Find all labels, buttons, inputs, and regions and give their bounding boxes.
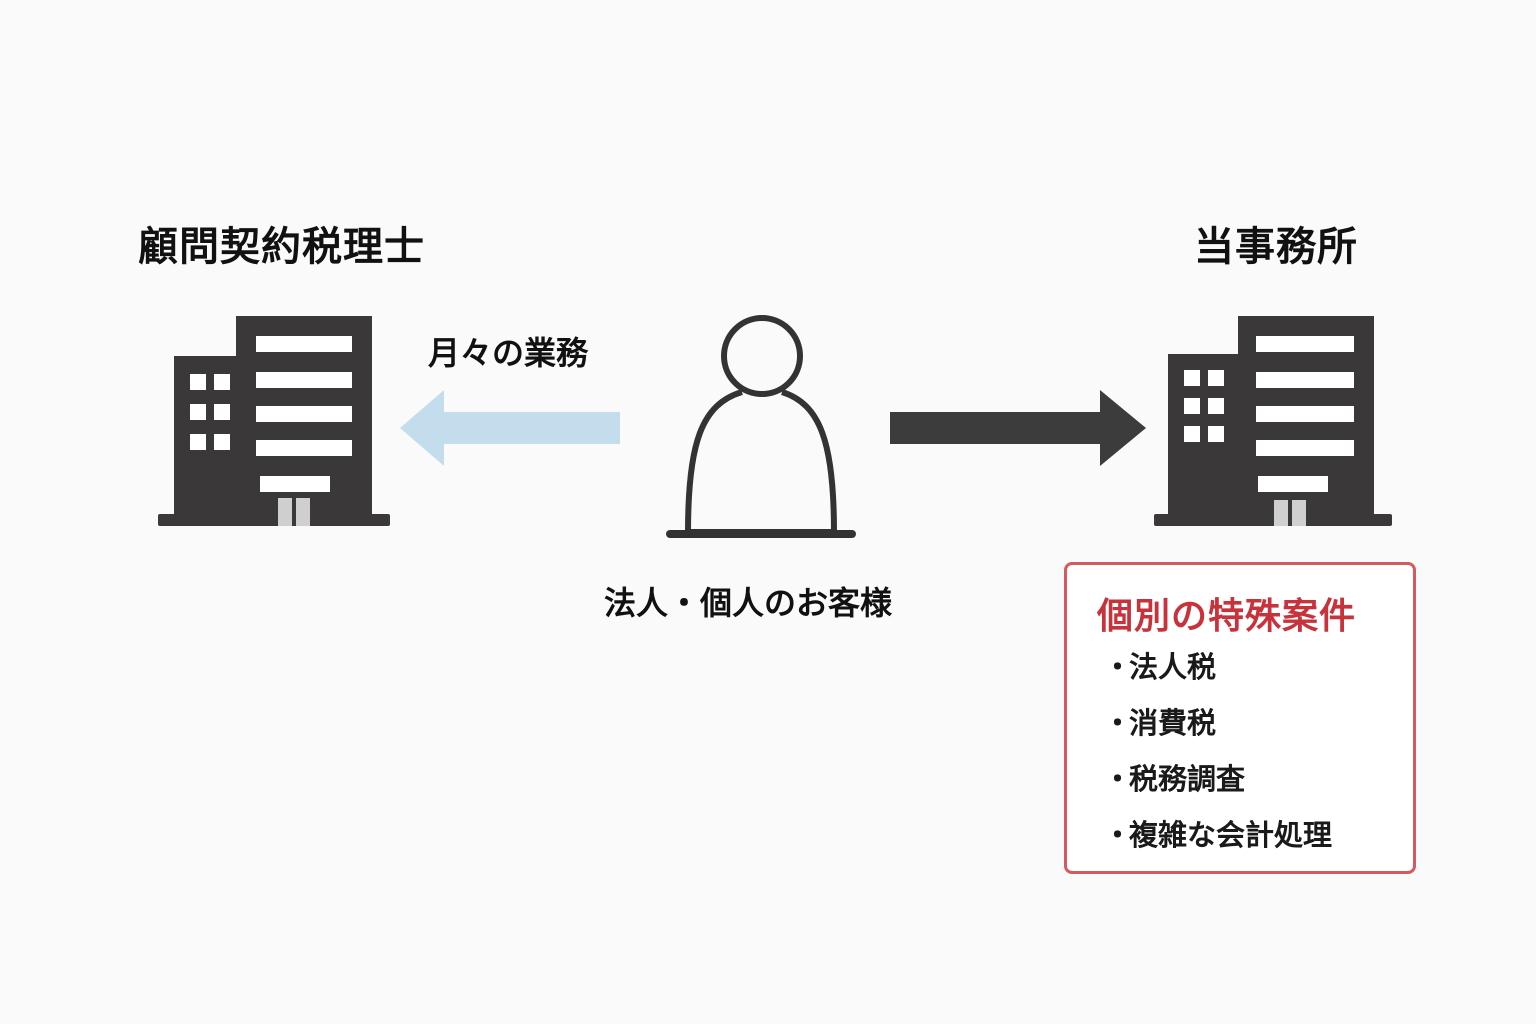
list-item: ・複雑な会計処理 [1103, 815, 1332, 871]
monthly-work-label: 月々の業務 [428, 334, 589, 372]
special-case-arrow-right [890, 390, 1146, 466]
list-item: ・法人税 [1103, 647, 1332, 703]
our-office-title: 当事務所 [1194, 224, 1358, 270]
list-item: ・消費税 [1103, 703, 1332, 759]
office-building-icon-left [158, 316, 390, 526]
case-item-label: 法人税 [1129, 650, 1217, 684]
bullet: ・ [1103, 706, 1133, 740]
bullet: ・ [1103, 762, 1133, 796]
case-item-label: 複雑な会計処理 [1129, 818, 1333, 852]
case-item-label: 消費税 [1129, 706, 1217, 740]
bullet: ・ [1103, 650, 1133, 684]
advisor-tax-accountant-title: 顧問契約税理士 [138, 224, 425, 270]
monthly-work-arrow-left [400, 390, 620, 466]
bullet: ・ [1103, 818, 1133, 852]
special-cases-box: 個別の特殊案件 ・法人税 ・消費税 ・税務調査 ・複雑な会計処理 [1064, 562, 1416, 874]
special-cases-list: ・法人税 ・消費税 ・税務調査 ・複雑な会計処理 [1103, 647, 1332, 871]
person-icon [666, 315, 856, 538]
special-cases-title: 個別の特殊案件 [1097, 596, 1357, 637]
office-building-icon-right [1154, 316, 1392, 526]
customer-label: 法人・個人のお客様 [604, 584, 893, 622]
list-item: ・税務調査 [1103, 759, 1332, 815]
case-item-label: 税務調査 [1129, 762, 1246, 796]
